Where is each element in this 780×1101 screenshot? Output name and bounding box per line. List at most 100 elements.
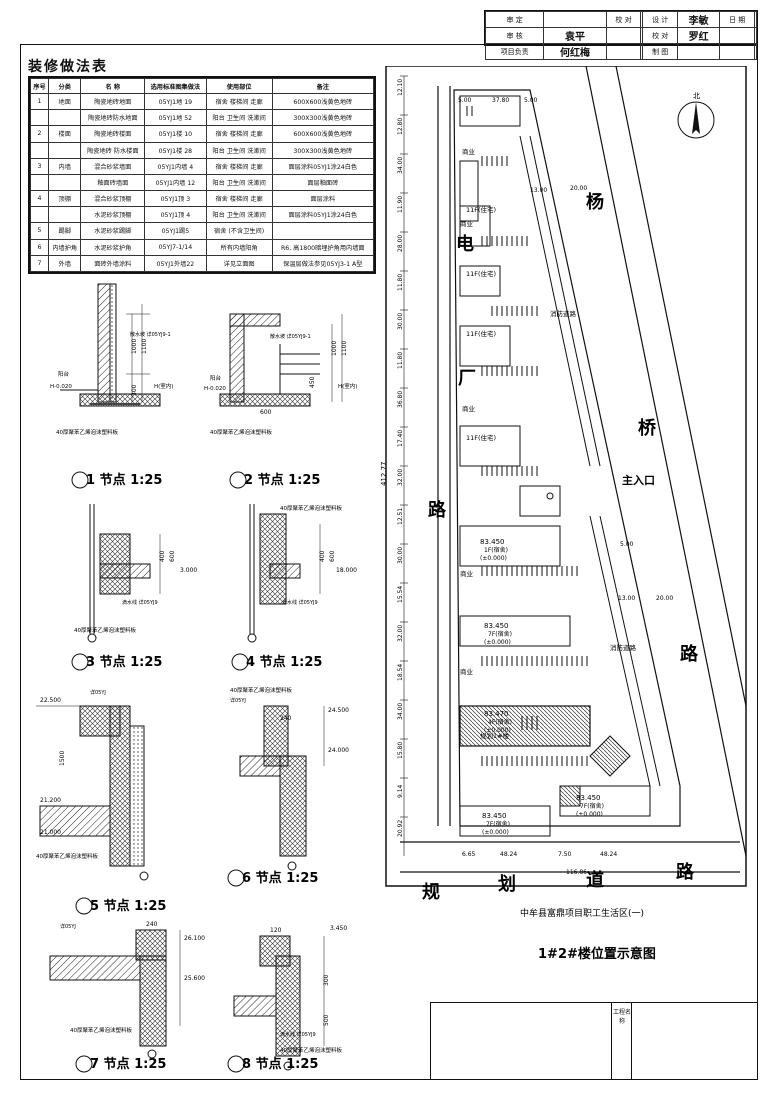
signature: 罗红 [688, 32, 709, 43]
svg-text:40厚聚苯乙烯泡沫塑料板: 40厚聚苯乙烯泡沫塑料板 [36, 852, 98, 860]
road-char-right-1: 杨 [586, 191, 604, 213]
table-cell: 混合砂浆顶棚 [80, 190, 146, 208]
finish-table-header: 名 称 [80, 78, 146, 94]
signature-cell [605, 43, 642, 60]
table-cell [30, 109, 49, 127]
table-cell: 05YJ1楼 10 [144, 125, 207, 143]
dim-label: 17.40 [397, 430, 404, 447]
signature-cell [543, 11, 607, 28]
svg-text:240: 240 [280, 715, 292, 722]
site-boundary [453, 89, 681, 827]
detail-6-label: 6 节点 1:25 [242, 870, 318, 886]
table-cell [47, 173, 82, 192]
dim-label: 5.00 [458, 97, 472, 104]
svg-text:详05YJ: 详05YJ [230, 697, 246, 704]
total-dim: 412.77 [380, 462, 388, 487]
road-char-left-2: 厂 [458, 368, 476, 389]
signature-cell: 审 定 [484, 11, 545, 28]
signature-cell: 制 图 [642, 43, 679, 60]
svg-text:滴水线 详05YJ9: 滴水线 详05YJ9 [122, 599, 158, 606]
signature-cell [605, 27, 642, 44]
table-cell: 300X300浅黄色地砖 [271, 109, 375, 127]
road-char-bottom-3: 道 [586, 869, 604, 891]
building-zero: (±0.000) [484, 639, 511, 646]
site-label: 商业 [460, 667, 474, 676]
svg-text:H(室内): H(室内) [154, 382, 173, 390]
dims-left: 12.1012.8034.0011.9028.0011.8030.0011.80… [397, 75, 408, 856]
table-cell: 05YJ7-1/14 [144, 238, 207, 256]
detail-5-label: 5 节点 1:25 [90, 898, 166, 914]
finish-table-header: 序号 [30, 78, 49, 94]
dim-label: 5.00 [524, 97, 538, 104]
svg-text:400: 400 [319, 550, 326, 562]
site-label: 11F(住宅) [466, 433, 496, 442]
table-cell: 陶瓷地砖楼面 [80, 125, 146, 143]
table-cell: 保温层做法参见05YJ3-1 A型 [271, 254, 375, 273]
svg-text:24.000: 24.000 [328, 747, 349, 754]
finish-table-title: 装修做法表 [28, 59, 108, 75]
road-char-right-3: 路 [680, 643, 699, 665]
dim-label: 9.14 [397, 784, 404, 798]
svg-text:40厚聚苯乙烯泡沫塑料板: 40厚聚苯乙烯泡沫塑料板 [280, 504, 342, 512]
table-cell: 踢脚 [47, 222, 82, 240]
svg-text:滴水线 详05YJ9: 滴水线 详05YJ9 [280, 1031, 316, 1038]
svg-text:详05YJ: 详05YJ [90, 689, 106, 696]
signature: 李敏 [688, 16, 709, 27]
svg-text:散水坡 详05YJ9-1: 散水坡 详05YJ9-1 [130, 331, 171, 338]
table-cell: 3 [30, 157, 49, 175]
site-label: 消防道路 [550, 309, 577, 318]
dim-label: 30.00 [397, 313, 404, 330]
table-cell [47, 206, 82, 224]
building-label: 7F(宿舍) [488, 630, 512, 638]
building-elevation: 83.450 [482, 812, 507, 820]
table-cell: 面层涂料05YJ1涂24白色 [271, 157, 375, 175]
dim-label: 20.92 [397, 820, 404, 837]
dim-label: 34.00 [397, 157, 404, 174]
signature-cell: 李敏 [677, 11, 721, 28]
dim-label: 36.80 [397, 391, 404, 408]
signature-cell: 校 对 [605, 11, 642, 28]
table-cell: 水泥砂浆护角 [80, 238, 146, 256]
signature-cell: 日 期 [719, 11, 755, 28]
svg-text:40厚聚苯乙烯泡沫塑料板: 40厚聚苯乙烯泡沫塑料板 [74, 626, 136, 634]
svg-text:600: 600 [260, 409, 272, 416]
dim-label: 11.90 [397, 196, 404, 213]
building-zero: (±0.000) [484, 727, 511, 734]
site-label: 商业 [462, 404, 476, 413]
table-cell: 陶瓷地砖地面 [80, 92, 146, 111]
svg-text:1000: 1000 [331, 341, 338, 356]
table-cell: 外墙 [47, 254, 82, 273]
table-cell: 陶瓷地砖防水地面 [80, 109, 146, 127]
detail-6: 240 24.500 24.000 40厚聚苯乙烯泡沫塑料板 详05YJ [230, 686, 349, 871]
detail-3: 400 600 3.000 滴水线 详05YJ9 40厚聚苯乙烯泡沫塑料板 [74, 504, 197, 643]
table-cell: 面层釉面砖 [271, 173, 375, 192]
table-cell: 05YJ1外墙22 [144, 254, 207, 273]
svg-text:H-0.020: H-0.020 [50, 384, 72, 390]
dim-label: 11.80 [397, 274, 404, 291]
detail-8: 120 3.450 300 500 滴水线 详05YJ9 40厚聚苯乙烯泡沫塑料… [233, 925, 347, 1071]
road-char-bottom-1: 规 [422, 882, 440, 903]
table-cell [47, 109, 82, 127]
table-cell: 05YJ1顶 3 [144, 190, 207, 208]
dim-label: 7.50 [558, 851, 572, 858]
table-cell: 2 [30, 125, 49, 143]
signature-table: 审 定校 对设 计李敏日 期审 核袁平校 对罗红项目负责何红梅制 图 [484, 11, 758, 60]
detail-5: 22.500 21.200 21.000 1500 详05YJ 40厚聚苯乙烯泡… [36, 689, 149, 881]
dim-label: 5.00 [620, 541, 634, 548]
dim-label: 12.10 [397, 79, 404, 96]
detail-1-label: 1 节点 1:25 [86, 472, 162, 488]
table-cell: 内墙护角 [47, 238, 82, 256]
road-char-left-3: 路 [428, 499, 447, 521]
table-cell: 05YJ1楼 28 [144, 141, 207, 159]
road-char-left-1: 电 [456, 233, 474, 255]
table-cell: 阳台 卫生间 洗漱间 [205, 206, 273, 224]
finish-table-header: 选用标准图集做法 [144, 78, 207, 94]
table-cell [47, 141, 82, 159]
